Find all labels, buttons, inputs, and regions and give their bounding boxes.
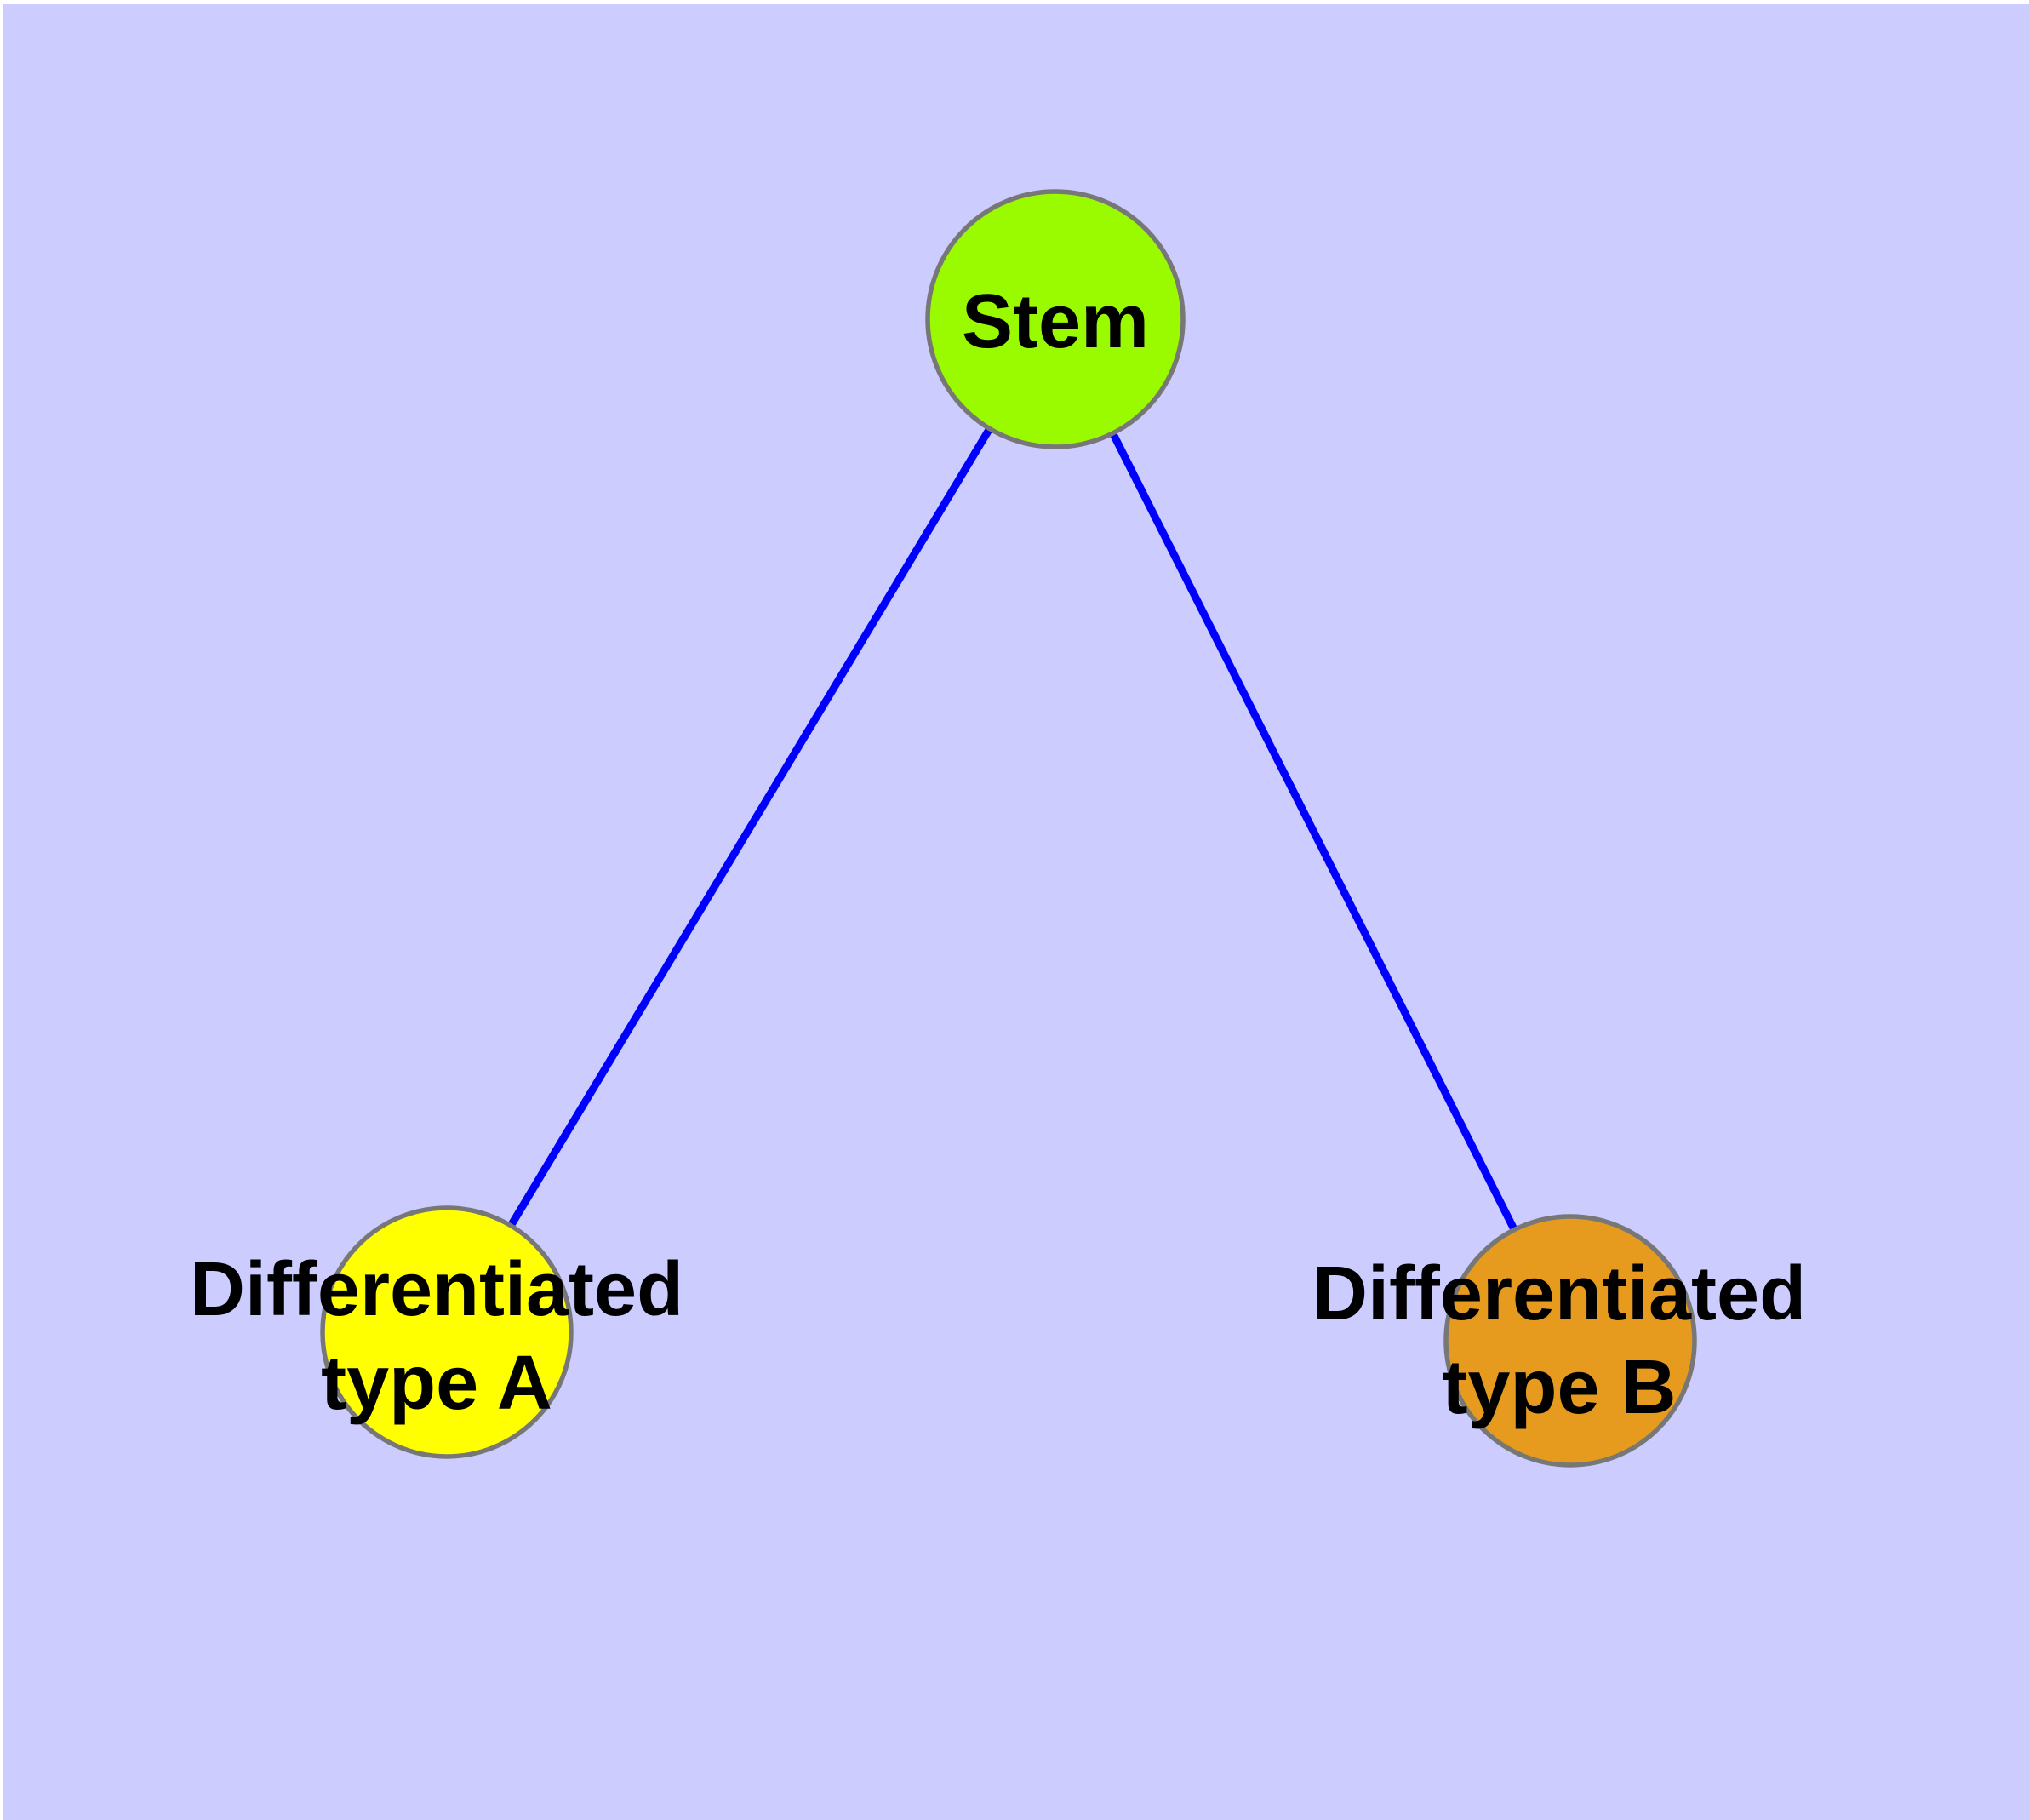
edge-stem-to-type-a [443, 317, 1059, 1335]
node-type-b-label-line1: Differentiated [1312, 1251, 1807, 1336]
node-type-a-label-line1: Differentiated [189, 1247, 684, 1332]
edge-stem-to-type-b [1051, 317, 1575, 1343]
node-type-a-label-line2: type A [321, 1341, 552, 1426]
node-type-b-label: Differentiated type B [1312, 1247, 1806, 1434]
node-stem-circle [925, 189, 1186, 449]
node-type-a-circle [320, 1205, 574, 1459]
node-type-b-circle [1443, 1214, 1697, 1468]
node-stem-label-text: Stem [961, 279, 1150, 364]
node-type-b-label-line2: type B [1442, 1345, 1677, 1430]
node-type-a-label: Differentiated type A [190, 1243, 683, 1430]
node-stem-label: Stem [962, 275, 1149, 369]
